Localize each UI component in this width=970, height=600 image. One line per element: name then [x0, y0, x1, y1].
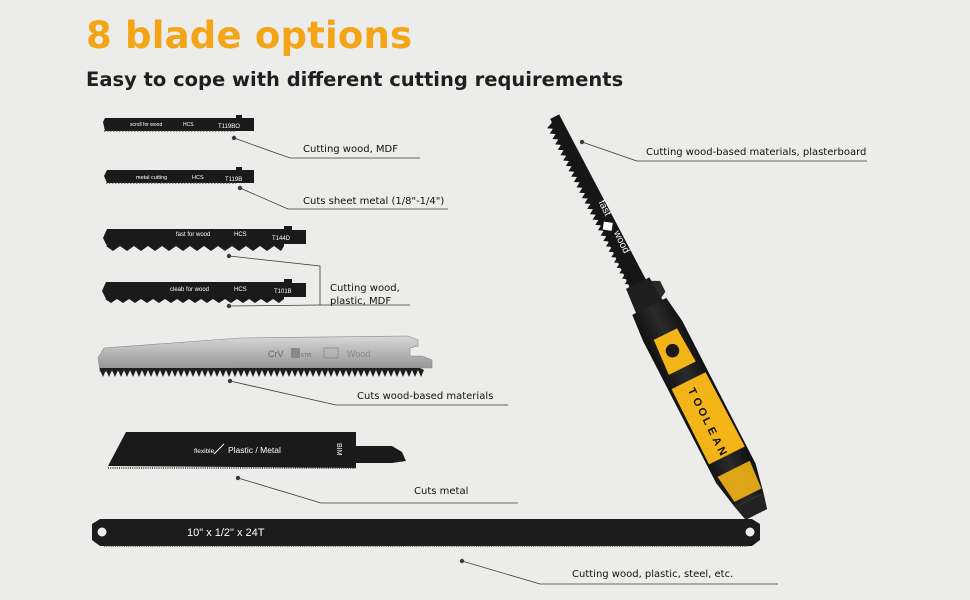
- callout-leader-lines: [226, 135, 867, 585]
- blade2-material-text: HCS: [192, 175, 204, 181]
- blade2-use-text: metal cutting: [136, 175, 167, 181]
- hacksaw-pin-hole-right: [745, 527, 755, 537]
- blade3-material-text: HCS: [234, 232, 247, 238]
- subheadline: Easy to cope with different cutting requ…: [86, 68, 624, 91]
- callout-handsaw: Cutting wood-based materials, plasterboa…: [646, 147, 867, 158]
- callout-blade-3-4-line-1: Cutting wood,: [330, 283, 400, 294]
- callout-blade-1: Cutting wood, MDF: [303, 144, 399, 155]
- headline: 8 blade options: [86, 14, 413, 57]
- callout-blade-5: Cuts wood-based materials: [357, 391, 494, 402]
- jigsaw-blade-t101b: cleab for wood HCS T101B: [102, 279, 306, 303]
- blade5-material-text: CrV: [268, 349, 284, 359]
- jigsaw-blade-t119b: metal cutting HCS T119B: [104, 167, 254, 184]
- jigsaw-blade-t119bo: scroll for wood HCS T119BO: [103, 115, 254, 132]
- blade6-material-text: Plastic / Metal: [228, 445, 281, 455]
- blade4-code-text: T101B: [274, 289, 292, 295]
- blade3-use-text: fast for wood: [176, 232, 210, 238]
- blade6-use-text: flexible: [194, 448, 215, 455]
- blade2-code-text: T119B: [225, 177, 242, 183]
- callout-blade-6: Cuts metal: [414, 486, 469, 497]
- callout-blade-3-4: Cutting wood, plastic, MDF: [330, 282, 400, 308]
- blade1-material-text: HCS: [183, 122, 194, 128]
- hacksaw-pin-hole-left: [97, 527, 107, 537]
- brand-letter: E: [705, 425, 719, 437]
- blade4-material-text: HCS: [234, 287, 247, 293]
- blade4-use-text: cleab for wood: [170, 287, 209, 293]
- blade6-code-text: BIM: [335, 443, 342, 456]
- brand-letter: T: [685, 386, 699, 398]
- blade1-use-text: scroll for wood: [130, 122, 162, 128]
- blade7-size-text: 10" x 1/2" x 24T: [187, 527, 265, 539]
- callout-blade-3-4-line-2: plastic, MDF: [330, 296, 392, 307]
- blade5-tpi-text: 6TPI: [301, 353, 312, 359]
- handle-button-icon: [663, 341, 682, 360]
- reciprocating-blade-bim: flexible Plastic / Metal BIM: [108, 432, 406, 469]
- crv-blade-teeth: [100, 368, 424, 377]
- blade5-use-text: Wood: [347, 349, 370, 359]
- blade3-code-text: T144D: [272, 236, 291, 242]
- blade1-code-text: T119BO: [218, 124, 240, 130]
- brand-letter: L: [700, 416, 714, 428]
- callout-blade-2: Cuts sheet metal (1/8"-1/4"): [303, 196, 445, 207]
- handsaw-teeth: [547, 122, 637, 290]
- callout-blade-7: Cutting wood, plastic, steel, etc.: [572, 569, 734, 580]
- reciprocating-blade-crv: CrV 6TPI Wood: [97, 335, 433, 377]
- jigsaw-blade-t144d: fast for wood HCS T144D: [103, 226, 306, 251]
- hacksaw-blade: 10" x 1/2" x 24T: [92, 519, 760, 547]
